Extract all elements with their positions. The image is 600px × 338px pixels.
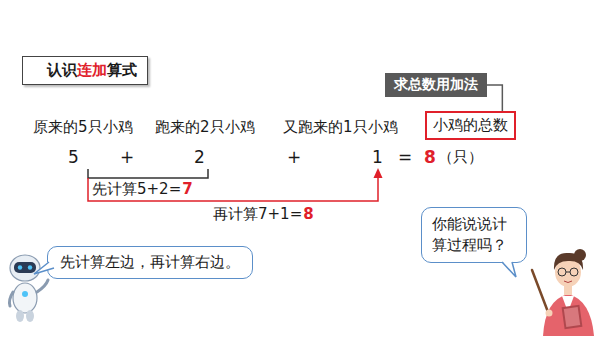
flow-line xyxy=(88,178,378,201)
plus-sign: + xyxy=(120,147,134,167)
quantity-phrase: 又跑来的1只小鸡 xyxy=(283,118,398,137)
leader-connector xyxy=(487,85,502,111)
robot-figure xyxy=(9,255,48,322)
box-text: 连加 xyxy=(77,61,107,79)
bubble-tail xyxy=(34,260,58,278)
bracket xyxy=(88,169,208,178)
total-box: 小鸡的总数 xyxy=(425,111,516,140)
heading-box: 认识连加算式 xyxy=(22,56,148,85)
box-text: 算式 xyxy=(107,61,137,79)
teacher-speech-bubble: 你能说说计算过程吗？ xyxy=(421,207,527,263)
quantity-phrase: 跑来的2只小鸡 xyxy=(155,118,255,137)
equation-number: 1 xyxy=(372,147,383,167)
equation-number: 5 xyxy=(68,147,79,167)
box-text: 求总数用加法 xyxy=(394,76,478,92)
arrow-head xyxy=(374,168,383,178)
bubble-tail xyxy=(498,261,522,279)
box-text: 你能说说计算过程吗？ xyxy=(432,215,507,254)
result-number: 8 xyxy=(424,147,436,167)
quantity-phrase: 原来的5只小鸡 xyxy=(33,118,133,137)
step-result: 7 xyxy=(182,180,192,198)
robot-speech-bubble: 先计算左边，再计算右边。 xyxy=(47,246,253,279)
teacher-figure xyxy=(532,249,594,336)
box-text: 小鸡的总数 xyxy=(433,116,508,134)
plus-sign: + xyxy=(287,147,301,167)
step-text: 先计算5+2= xyxy=(92,180,181,199)
box-text: 认识 xyxy=(47,61,77,79)
box-text: 先计算左边，再计算右边。 xyxy=(60,253,240,271)
equals-sign: = xyxy=(398,147,412,167)
step-text: 再计算7+1= xyxy=(213,205,302,224)
step-result: 8 xyxy=(303,205,313,223)
equation-number: 2 xyxy=(194,147,205,167)
unit-text: （只） xyxy=(438,148,483,167)
rule-box: 求总数用加法 xyxy=(385,73,487,97)
